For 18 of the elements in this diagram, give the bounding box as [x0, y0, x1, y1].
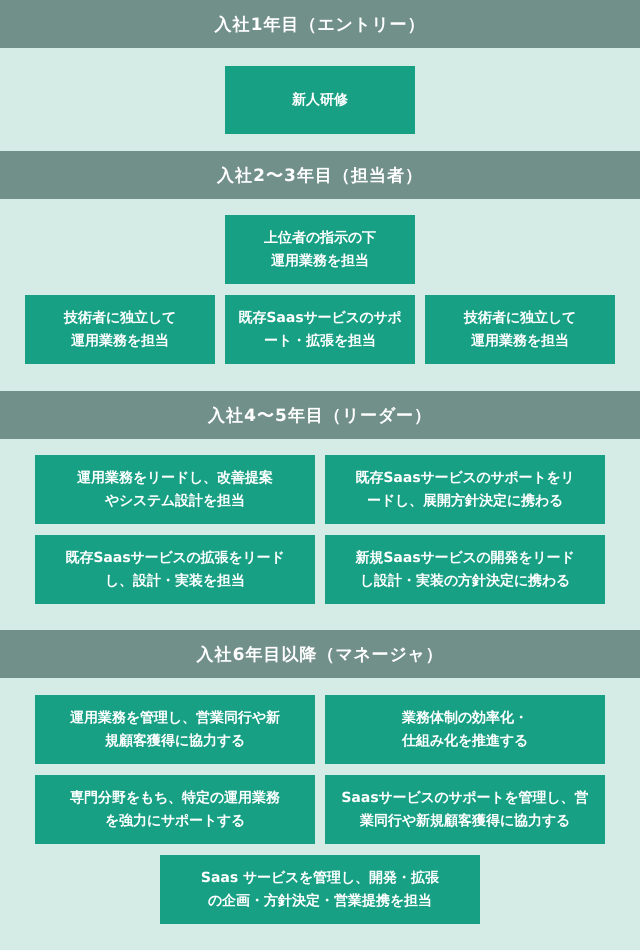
stage-header-bar: 入社1年目（エントリー）: [0, 0, 640, 48]
role-box: 新人研修: [225, 66, 415, 134]
role-box: 運用業務を管理し、営業同行や新規顧客獲得に協力する: [35, 695, 315, 764]
role-box: Saas サービスを管理し、開発・拡張の企画・方針決定・営業提携を担当: [160, 855, 480, 924]
role-box: 新規Saasサービスの開発をリードし設計・実装の方針決定に携わる: [325, 535, 605, 604]
role-box: 技術者に独立して運用業務を担当: [425, 295, 615, 364]
role-box: 技術者に独立して運用業務を担当: [25, 295, 215, 364]
stage-header-bar: 入社4〜5年目（リーダー）: [0, 391, 640, 439]
role-box: 上位者の指示の下運用業務を担当: [225, 215, 415, 284]
role-box: 運用業務をリードし、改善提案やシステム設計を担当: [35, 455, 315, 524]
role-box: 専門分野をもち、特定の運用業務を強力にサポートする: [35, 775, 315, 844]
stage-header-bar: 入社2〜3年目（担当者）: [0, 151, 640, 199]
role-box: 既存Saasサービスの拡張をリードし、設計・実装を担当: [35, 535, 315, 604]
role-box: 業務体制の効率化・仕組み化を推進する: [325, 695, 605, 764]
role-box: 既存Saasサービスのサポート・拡張を担当: [225, 295, 415, 364]
role-box: 既存Saasサービスのサポートをリードし、展開方針決定に携わる: [325, 455, 605, 524]
role-box: Saasサービスのサポートを管理し、営業同行や新規顧客獲得に協力する: [325, 775, 605, 844]
stage-header-bar: 入社6年目以降（マネージャ）: [0, 630, 640, 678]
